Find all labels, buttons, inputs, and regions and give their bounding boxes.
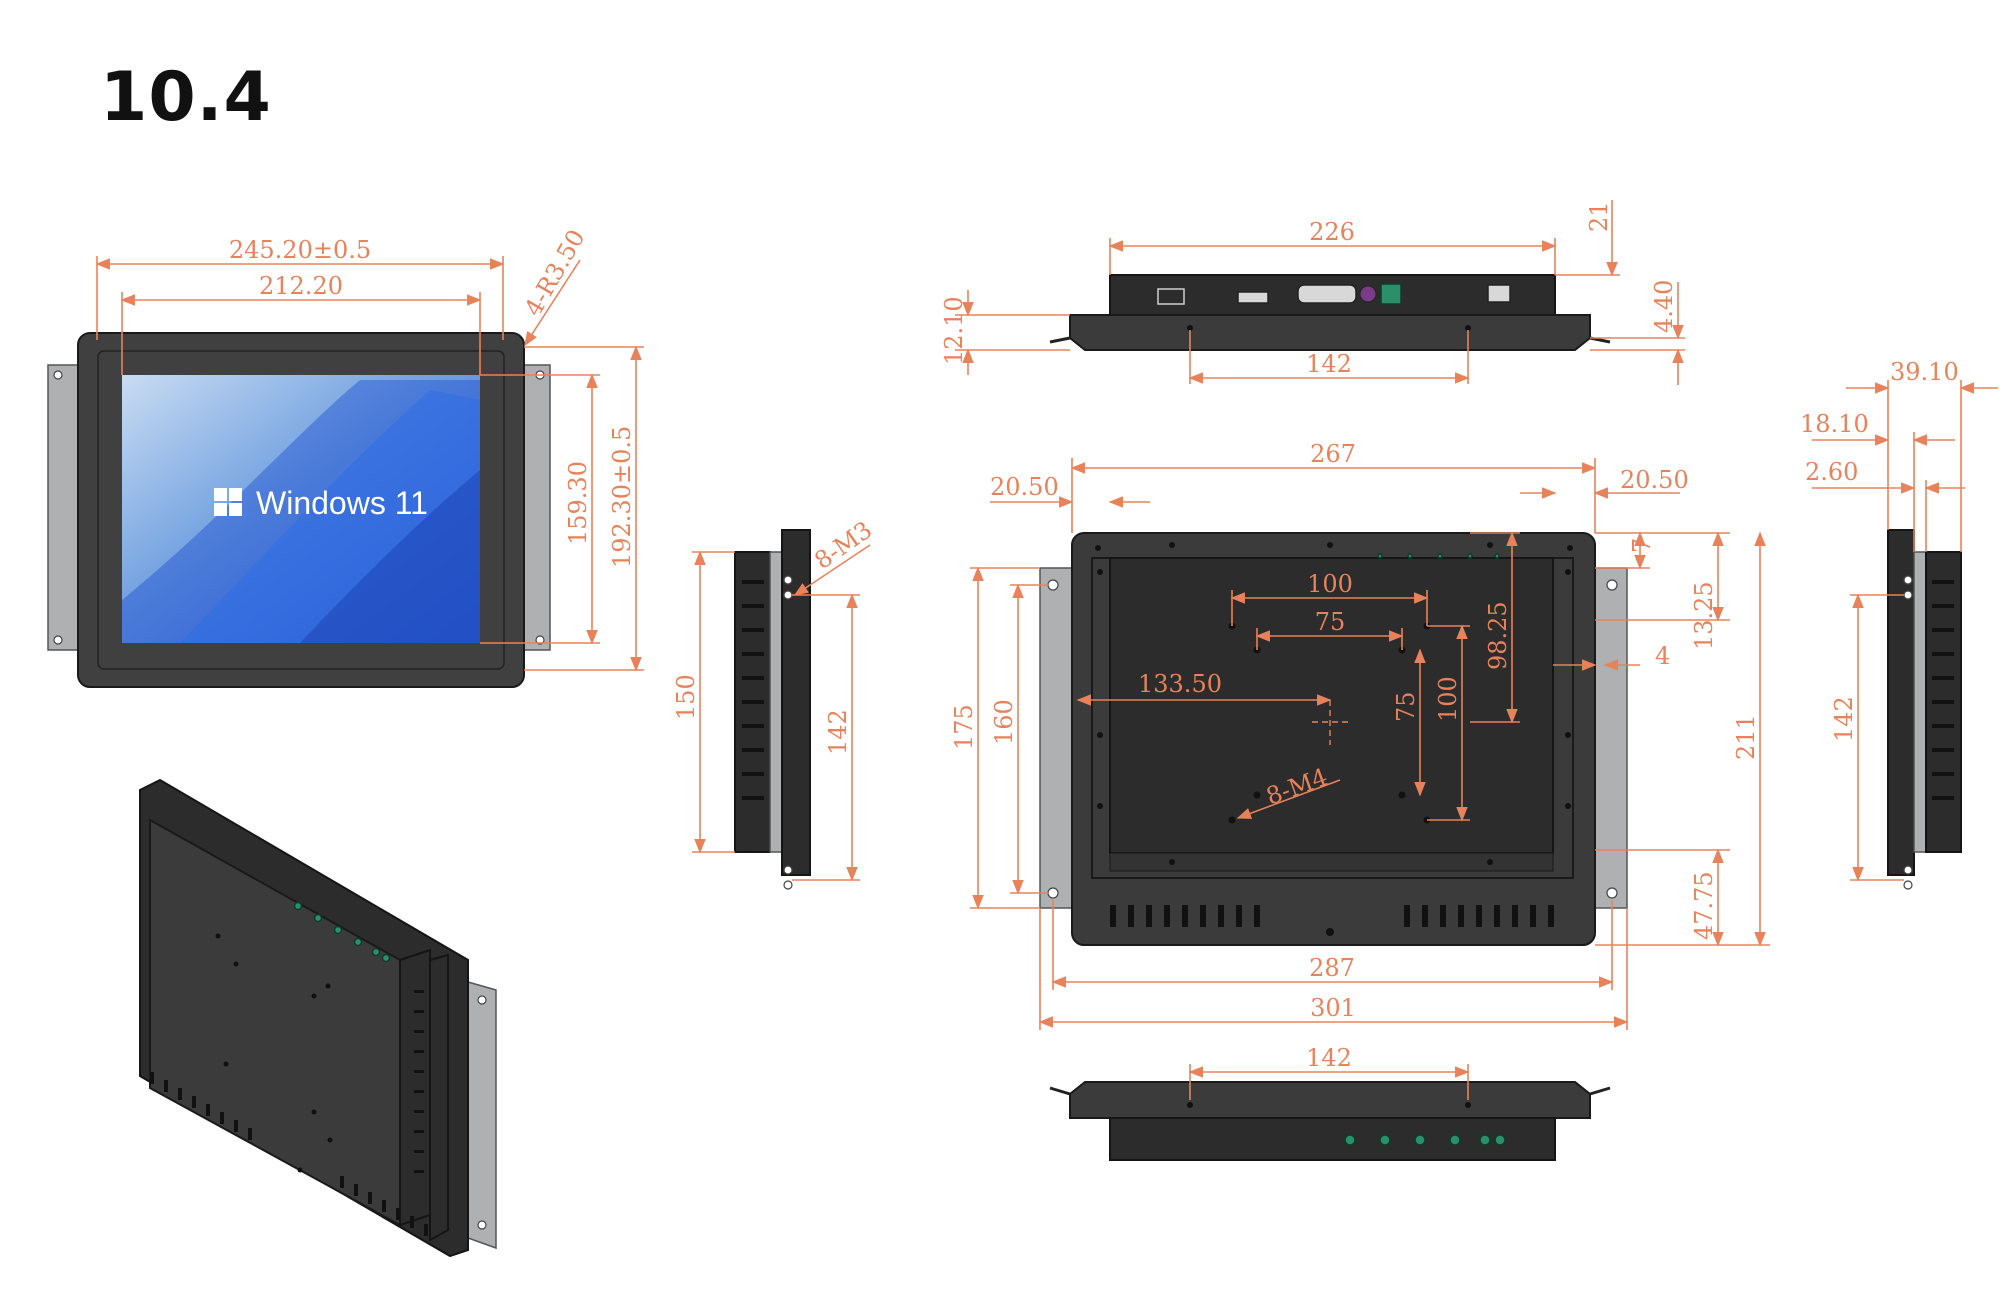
dim-top-hole-spacing: 142 bbox=[1306, 350, 1352, 378]
side-view-left: 8-M3 150 142 bbox=[672, 516, 877, 890]
switch-port bbox=[1157, 288, 1185, 305]
dim-front-inner-height: 159.30 bbox=[564, 461, 592, 545]
iso-bracket bbox=[467, 981, 497, 1250]
dim-right-depth: 39.10 bbox=[1890, 358, 1959, 386]
dim-front-inner-width: 212.20 bbox=[259, 272, 343, 300]
hdmi-port bbox=[1237, 291, 1269, 304]
dim-bottom-offset: 47.75 bbox=[1690, 871, 1718, 940]
dim-bracket-holes: 8-M3 bbox=[809, 516, 877, 575]
dim-rear-height: 211 bbox=[1732, 714, 1760, 760]
dim-top-depth: 21 bbox=[1585, 201, 1613, 232]
usb-port bbox=[1487, 284, 1511, 303]
isometric-view bbox=[139, 778, 497, 1258]
dim-edge-4: 4 bbox=[1655, 642, 1670, 670]
dim-center-offset: 133.50 bbox=[1138, 670, 1222, 698]
dim-top-flange: 4.40 bbox=[1650, 280, 1678, 333]
dim-vesa-small-vertical: 75 bbox=[1392, 691, 1420, 722]
rear-view: 267 20.50 20.50 100 75 133.50 75 100 98.… bbox=[950, 440, 1770, 1030]
dim-right-hole-spacing: 142 bbox=[1830, 696, 1858, 742]
dim-front-width: 245.20±0.5 bbox=[229, 236, 371, 264]
dim-edge-13: 13.25 bbox=[1690, 581, 1718, 650]
dim-edge-7: 7 bbox=[1628, 538, 1656, 553]
dim-side-hole-spacing: 142 bbox=[824, 709, 852, 755]
page-title: 10.4 bbox=[100, 58, 272, 137]
dim-vesa-large: 100 bbox=[1307, 570, 1353, 598]
dim-bracket-height-outer: 175 bbox=[950, 704, 978, 750]
rear-right-bracket bbox=[1594, 567, 1628, 909]
dim-bracket-height-inner: 160 bbox=[990, 699, 1018, 745]
audio-port bbox=[1359, 285, 1377, 303]
dim-rear-right-offset: 20.50 bbox=[1620, 466, 1689, 494]
dim-bracket-width: 287 bbox=[1309, 954, 1355, 982]
dim-top-thickness: 12.10 bbox=[940, 296, 968, 365]
dim-vesa-small: 75 bbox=[1315, 608, 1346, 636]
dim-top-to-vesa: 98.25 bbox=[1484, 601, 1512, 670]
side-view-right: 39.10 18.10 2.60 142 bbox=[1800, 358, 1998, 890]
top-view: 226 21 12.10 4.40 142 bbox=[940, 200, 1685, 385]
power-port bbox=[1380, 283, 1402, 305]
dim-top-width: 226 bbox=[1309, 218, 1355, 246]
dim-overall-width: 301 bbox=[1310, 994, 1356, 1022]
front-view: Windows 11 245.20±0.5 212.20 4-R3.50 159… bbox=[47, 225, 644, 688]
bottom-view: 142 bbox=[1049, 1044, 1611, 1161]
left-bracket bbox=[47, 364, 79, 651]
dim-right-small: 2.60 bbox=[1805, 458, 1858, 486]
dim-vesa-large-vertical: 100 bbox=[1434, 676, 1462, 722]
dim-right-mid: 18.10 bbox=[1800, 410, 1869, 438]
dim-rear-left-offset: 20.50 bbox=[990, 473, 1059, 501]
dim-front-height: 192.30±0.5 bbox=[608, 426, 636, 568]
rear-left-bracket bbox=[1039, 567, 1073, 909]
dim-corner-radius: 4-R3.50 bbox=[519, 225, 591, 321]
dim-bottom-hole-spacing: 142 bbox=[1306, 1044, 1352, 1072]
dim-rear-width: 267 bbox=[1310, 440, 1356, 468]
windows-logo-icon bbox=[214, 488, 242, 516]
vga-port bbox=[1297, 284, 1357, 304]
os-label: Windows 11 bbox=[256, 485, 428, 521]
dim-side-bracket-length: 150 bbox=[672, 674, 700, 720]
